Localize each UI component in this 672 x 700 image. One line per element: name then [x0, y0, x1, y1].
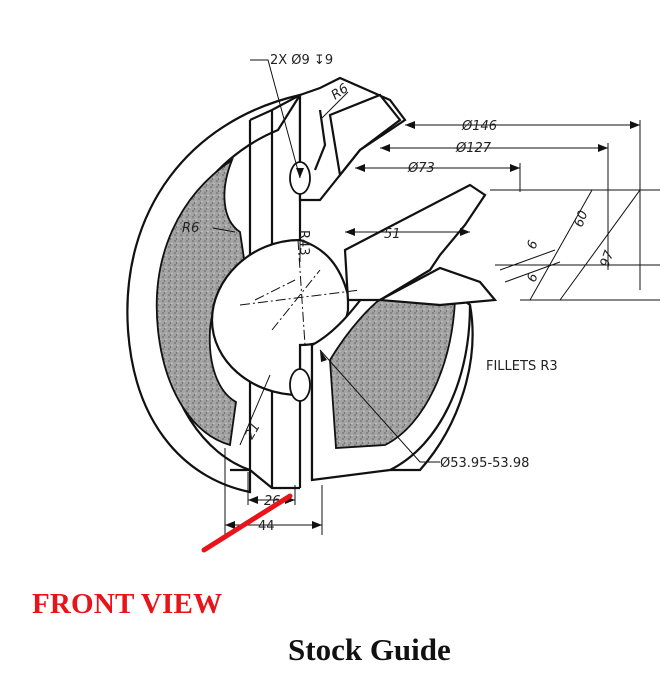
red-annotation-stroke [201, 493, 293, 553]
label-dia73: Ø73 [407, 161, 435, 176]
label-dim6b: 6 [525, 271, 542, 284]
label-dim97: 97 [598, 248, 618, 269]
label-r6-left: R6 [182, 221, 199, 236]
label-dia146: Ø146 [461, 119, 497, 134]
label-r43: R43 [296, 230, 311, 256]
label-width44: 44 [258, 519, 275, 534]
label-bore: Ø53.95-53.98 [440, 456, 529, 471]
right-flange [343, 183, 498, 307]
label-dia127: Ø127 [455, 141, 492, 156]
dimension-lines [212, 59, 660, 535]
view-caption: FRONT VIEW [32, 588, 223, 620]
label-slot-depth: 21 [242, 420, 263, 442]
part-body-left [126, 93, 303, 494]
drawing-title: Stock Guide [288, 632, 451, 667]
label-dim6a: 6 [525, 238, 542, 251]
centerlines [239, 239, 361, 346]
label-len51: 51 [384, 227, 401, 242]
label-dim60: 60 [572, 209, 592, 230]
label-holes: 2X Ø9 ↧9 [270, 53, 333, 68]
top-flange [298, 76, 407, 202]
label-fillets: FILLETS R3 [486, 359, 558, 374]
central-bore [210, 238, 350, 397]
part-body-right [310, 280, 474, 482]
